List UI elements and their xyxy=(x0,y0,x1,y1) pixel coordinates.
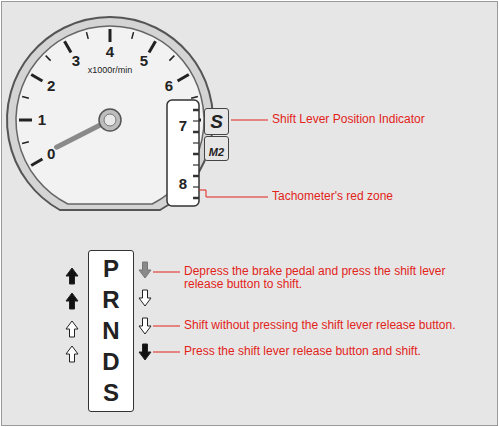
scale-tick xyxy=(86,32,88,39)
callout-text: Press the shift lever release button and… xyxy=(184,345,489,358)
indicator-letter: M xyxy=(209,147,218,158)
up-arrow xyxy=(66,321,78,337)
red-zone-tick xyxy=(193,131,199,134)
down-arrow xyxy=(139,344,151,360)
leader-line xyxy=(199,190,268,197)
tachometer-dial xyxy=(7,17,213,210)
red-zone-tick xyxy=(193,109,199,112)
red-zone-tick xyxy=(193,153,199,156)
manual-mode-indicator: M2 xyxy=(204,136,229,161)
leader-line xyxy=(153,352,180,353)
leader-line xyxy=(231,120,268,121)
gear-letter: P xyxy=(103,257,119,281)
needle-hub xyxy=(99,109,121,131)
scale-number: 8 xyxy=(179,176,187,193)
needle-hub-cap xyxy=(104,114,116,126)
up-arrow xyxy=(66,268,78,284)
scale-tick xyxy=(22,142,29,144)
gear-letter: S xyxy=(103,381,119,405)
leader-line xyxy=(153,326,180,327)
scale-tick xyxy=(46,56,51,61)
scale-tick xyxy=(191,96,198,98)
down-arrow xyxy=(139,318,151,334)
callout-text: Depress the brake pedal and press the sh… xyxy=(184,265,484,291)
gear-letter: D xyxy=(102,350,119,374)
scale-number: 2 xyxy=(47,78,55,95)
scale-number: 0 xyxy=(47,146,55,163)
red-zone-tick xyxy=(193,120,199,121)
down-arrow xyxy=(139,262,151,278)
scale-tick xyxy=(19,119,32,122)
scale-number: 3 xyxy=(72,53,80,70)
scale-tick xyxy=(132,32,134,39)
indicator-letter: S xyxy=(210,112,223,131)
scale-tick xyxy=(169,56,174,61)
dial-outer-ring xyxy=(7,17,213,210)
leader-line xyxy=(153,272,180,273)
shift-gate: PRNDS xyxy=(88,250,134,412)
red-zone-panel xyxy=(167,100,199,206)
scale-number: 4 xyxy=(106,44,114,61)
gear-letter: R xyxy=(102,288,119,312)
scale-number: 7 xyxy=(179,118,187,135)
down-arrow xyxy=(139,290,151,306)
red-zone-tick xyxy=(193,142,199,143)
scale-tick xyxy=(31,159,42,166)
scale-number: 6 xyxy=(165,78,173,95)
scale-tick xyxy=(149,41,156,52)
up-arrow xyxy=(66,293,78,309)
scale-tick xyxy=(65,41,72,52)
red-zone-tick xyxy=(193,197,199,200)
shift-position-indicator: S xyxy=(204,108,229,135)
red-zone-tick xyxy=(193,164,199,165)
gear-letter: N xyxy=(102,319,119,343)
indicator-letter: 2 xyxy=(218,147,224,158)
callout-text: Shift without pressing the shift lever r… xyxy=(184,319,489,332)
unit-label: x1000r/min xyxy=(88,66,133,76)
red-zone-tick xyxy=(193,175,199,178)
leader-lines xyxy=(153,120,268,352)
callout-text: Tachometer's red zone xyxy=(272,190,487,203)
callout-text: Shift Lever Position Indicator xyxy=(272,113,487,126)
scale-number: 1 xyxy=(38,112,46,129)
scale-number: 5 xyxy=(140,53,148,70)
scale-tick xyxy=(178,75,189,82)
scale-tick xyxy=(109,29,112,42)
up-arrow xyxy=(66,346,78,362)
scale-tick xyxy=(31,75,42,82)
scale-tick xyxy=(22,96,29,98)
red-zone-tick xyxy=(193,186,199,187)
